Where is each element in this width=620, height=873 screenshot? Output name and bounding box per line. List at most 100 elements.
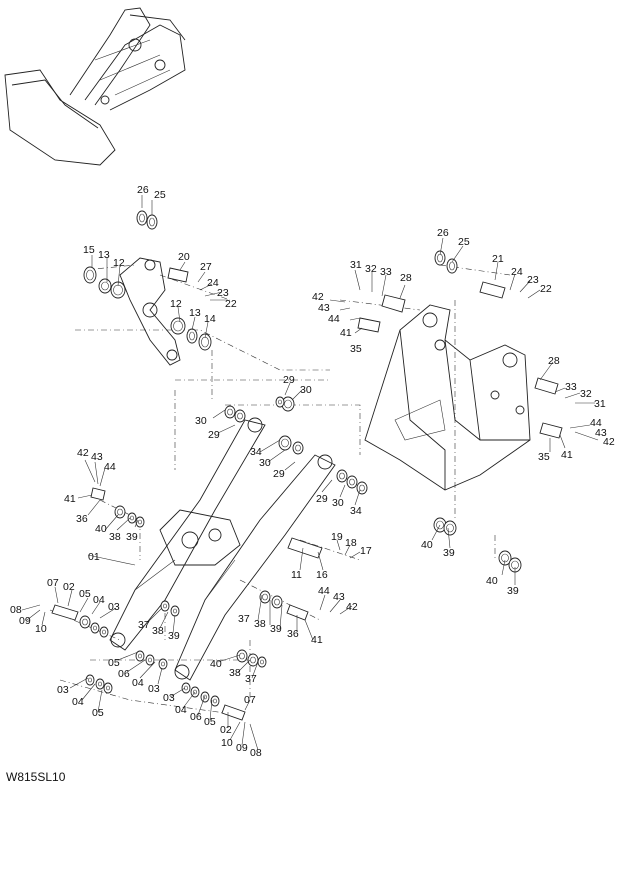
callout-03c: 03 [57,684,69,696]
callout-05: 05 [79,588,91,600]
callout-23b: 23 [527,274,539,286]
callout-44d: 44 [318,585,330,597]
callout-16: 16 [316,569,328,581]
callout-38: 38 [109,531,121,543]
callout-40: 40 [95,523,107,535]
front-frame [364,304,531,491]
callout-18: 18 [345,537,357,549]
washer-bore [102,629,106,635]
callout-30c: 30 [259,457,271,469]
callout-30b: 30 [195,415,207,427]
washer [103,682,113,694]
washer-bore [173,608,177,614]
callout-04d: 04 [175,704,187,716]
callout-21: 21 [492,253,504,265]
washer [170,317,186,335]
assembly-centerlines [49,264,511,716]
callout-28: 28 [400,272,412,284]
callout-34: 34 [250,446,262,458]
callout-35: 35 [350,343,362,355]
washer-bore [98,681,102,687]
callout-26b: 26 [437,227,449,239]
callout-36: 36 [76,513,88,525]
washer [158,658,168,670]
callout-37c: 37 [245,673,257,685]
callout-44b: 44 [590,417,602,429]
callout-40b: 40 [421,539,433,551]
callout-15: 15 [83,244,95,256]
washer [271,595,283,609]
washer-bore [148,657,152,663]
callout-37: 37 [138,619,150,631]
callout-08: 08 [10,604,22,616]
callout-35b: 35 [538,451,550,463]
loader-overview-illustration [4,7,186,166]
washer-bore [93,625,97,631]
callout-23: 23 [217,287,229,299]
washer-bore [239,652,245,660]
callout-40c: 40 [486,575,498,587]
callout-29c: 29 [273,468,285,480]
callout-04: 04 [93,594,105,606]
washer-bore [106,685,110,691]
callout-09: 09 [19,615,31,627]
callout-29d: 29 [316,493,328,505]
washer [224,405,236,419]
washer-bore [193,689,197,695]
washer-bore [130,515,134,521]
washer-bore [501,553,509,563]
washer-bore [339,472,345,480]
callout-42c: 42 [77,447,89,459]
callout-44: 44 [328,313,340,325]
washer [292,441,304,455]
washer [98,278,112,294]
callout-05d: 05 [204,716,216,728]
callout-42: 42 [312,291,324,303]
washer [336,469,348,483]
washer-bore [117,508,123,516]
washer [135,516,145,528]
callout-30d: 30 [332,497,344,509]
callout-29b: 29 [208,429,220,441]
callout-36b: 36 [287,628,299,640]
washer-bore [88,677,92,683]
washer-bore [260,659,264,665]
callout-20: 20 [178,251,190,263]
callout-01: 01 [88,551,100,563]
callout-09b: 09 [236,742,248,754]
callout-28b: 28 [548,355,560,367]
washer [446,258,458,274]
callout-07: 07 [47,577,59,589]
washer [85,674,95,686]
washer-bore [82,618,88,626]
washer [95,678,105,690]
callout-33b: 33 [565,381,577,393]
washer-bore [86,269,94,281]
callout-43c: 43 [91,451,103,463]
washer [186,328,198,344]
washer [234,409,246,423]
callout-40d: 40 [210,658,222,670]
callout-41c: 41 [64,493,76,505]
pins [51,267,563,721]
callout-10: 10 [35,623,47,635]
callout-03b: 03 [148,683,160,695]
washer [236,649,248,663]
callout-03: 03 [108,601,120,613]
callout-39e: 39 [270,623,282,635]
washer [90,622,100,634]
washer [83,266,97,284]
callout-38b: 38 [152,625,164,637]
callout-38d: 38 [229,667,241,679]
callout-10b: 10 [221,737,233,749]
callout-22: 22 [225,298,237,310]
washer-bore [446,523,454,533]
callout-26: 26 [137,184,149,196]
washer [434,250,446,266]
washer [275,396,285,408]
washer-bore [101,281,109,291]
callout-25b: 25 [458,236,470,248]
callout-25: 25 [154,189,166,201]
washer-bore [173,320,183,332]
